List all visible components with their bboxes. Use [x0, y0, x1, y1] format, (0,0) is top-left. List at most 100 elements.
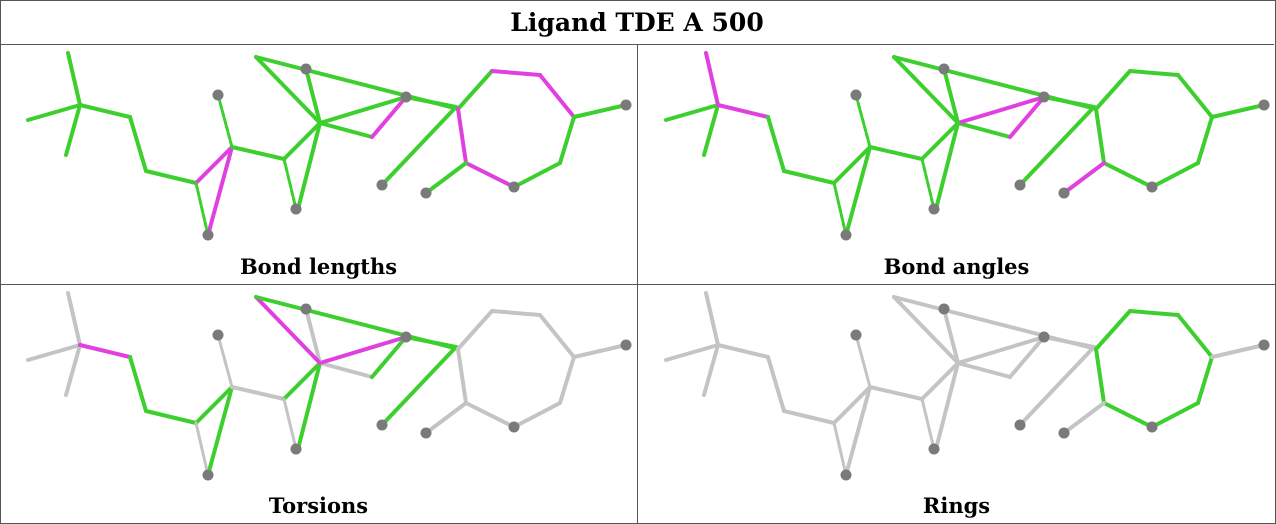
bond-rings-17 — [892, 295, 960, 365]
bond-bond-angles-23 — [1150, 161, 1200, 189]
bond-bond-angles-9 — [920, 121, 960, 161]
bond-rings-4 — [766, 355, 786, 413]
atom-rings-1 — [928, 443, 940, 455]
bond-rings-23 — [1150, 401, 1200, 429]
molecule-diagram-bond-lengths — [26, 51, 632, 241]
atom-bond-angles-2 — [840, 229, 852, 241]
bond-torsions-5 — [144, 409, 198, 425]
bond-rings-0 — [704, 291, 720, 347]
bond-bond-angles-17 — [892, 55, 960, 125]
bond-bond-angles-26 — [1210, 103, 1266, 119]
bond-bond-lengths-17 — [254, 55, 322, 125]
bond-bond-lengths-10 — [296, 121, 322, 211]
bond-rings-11 — [956, 361, 1012, 379]
bond-bond-angles-16 — [942, 67, 960, 125]
bond-bond-lengths-11 — [318, 121, 374, 139]
bond-bond-angles-25 — [1094, 107, 1106, 165]
atom-bond-lengths-3 — [300, 63, 312, 75]
caption-bond-lengths: Bond lengths — [239, 254, 398, 279]
bond-bond-angles-18 — [892, 55, 1098, 111]
atom-bond-angles-8 — [1146, 181, 1158, 193]
bond-bond-lengths-3 — [78, 103, 132, 119]
atom-rings-5 — [1038, 331, 1050, 343]
atom-bond-lengths-5 — [400, 91, 412, 103]
bond-rings-7 — [844, 385, 872, 477]
bond-rings-18 — [892, 295, 1098, 351]
bond-rings-25 — [1094, 347, 1106, 405]
atom-bond-angles-0 — [850, 89, 862, 101]
bond-torsions-20 — [490, 309, 542, 317]
bond-bond-lengths-1 — [26, 103, 82, 122]
bond-bond-angles-1 — [664, 103, 720, 122]
bond-torsions-27 — [424, 401, 468, 435]
atom-bond-lengths-1 — [290, 203, 302, 215]
bond-bond-angles-20 — [1128, 69, 1180, 77]
bond-torsions-1 — [26, 343, 82, 362]
bond-bond-lengths-24 — [464, 161, 516, 189]
bond-rings-14 — [1018, 345, 1096, 427]
molecule-diagram-rings — [664, 291, 1270, 481]
bond-bond-angles-14 — [1018, 105, 1096, 187]
atom-bond-angles-3 — [938, 63, 950, 75]
substituent-bond-rings-0 — [854, 333, 872, 389]
bond-rings-16 — [942, 307, 960, 365]
atom-rings-4 — [1014, 419, 1026, 431]
bond-bond-angles-24 — [1102, 161, 1154, 189]
substituent-bond-torsions-2 — [194, 421, 210, 477]
bond-rings-27 — [1062, 401, 1106, 435]
bond-bond-angles-10 — [934, 121, 960, 211]
bond-torsions-14 — [380, 345, 458, 427]
atom-bond-lengths-2 — [202, 229, 214, 241]
bond-bond-lengths-0 — [66, 51, 82, 107]
caption-bond-angles: Bond angles — [883, 254, 1030, 279]
bond-rings-5 — [782, 409, 836, 425]
panel-rings: Rings — [638, 285, 1275, 523]
molecule-diagram-bond-angles — [664, 51, 1270, 241]
bond-bond-angles-12 — [1008, 95, 1046, 139]
bond-torsions-12 — [370, 335, 408, 379]
atom-torsions-0 — [212, 329, 224, 341]
bond-bond-lengths-18 — [254, 55, 460, 111]
bond-torsions-6 — [194, 385, 234, 425]
bond-rings-20 — [1128, 309, 1180, 317]
bond-bond-angles-21 — [1176, 73, 1214, 119]
bond-bond-angles-4 — [766, 115, 786, 173]
atom-torsions-3 — [300, 303, 312, 315]
atom-torsions-4 — [376, 419, 388, 431]
atom-bond-angles-6 — [1258, 99, 1270, 111]
substituent-bond-bond-lengths-2 — [194, 181, 210, 237]
bond-bond-angles-27 — [1062, 161, 1106, 195]
bond-bond-angles-11 — [956, 121, 1012, 139]
atom-rings-2 — [840, 469, 852, 481]
bond-bond-angles-22 — [1196, 115, 1214, 165]
bond-torsions-23 — [512, 401, 562, 429]
bond-bond-lengths-9 — [282, 121, 322, 161]
molecule-diagram-torsions — [26, 291, 632, 481]
bond-bond-lengths-8 — [230, 145, 286, 161]
bond-bond-angles-15 — [956, 95, 1046, 125]
atom-bond-lengths-4 — [376, 179, 388, 191]
bond-bond-angles-19 — [1094, 69, 1132, 111]
bond-torsions-18 — [254, 295, 460, 351]
bond-bond-lengths-20 — [490, 69, 542, 77]
atom-torsions-6 — [620, 339, 632, 351]
bond-bond-lengths-25 — [456, 107, 468, 165]
bond-rings-1 — [664, 343, 720, 362]
bond-bond-lengths-4 — [128, 115, 148, 173]
bond-torsions-24 — [464, 401, 516, 429]
bond-torsions-25 — [456, 347, 468, 405]
bond-rings-3 — [716, 343, 770, 359]
bond-rings-10 — [934, 361, 960, 451]
atom-torsions-2 — [202, 469, 214, 481]
bond-bond-angles-8 — [868, 145, 924, 161]
figure-title: Ligand TDE A 500 — [0, 0, 1274, 45]
bond-torsions-21 — [538, 313, 576, 359]
bond-torsions-2 — [64, 343, 82, 397]
bond-rings-6 — [832, 385, 872, 425]
atom-rings-6 — [1258, 339, 1270, 351]
atom-bond-lengths-0 — [212, 89, 224, 101]
bond-rings-24 — [1102, 401, 1154, 429]
atom-rings-3 — [938, 303, 950, 315]
bond-torsions-16 — [304, 307, 322, 365]
atom-rings-8 — [1146, 421, 1158, 433]
